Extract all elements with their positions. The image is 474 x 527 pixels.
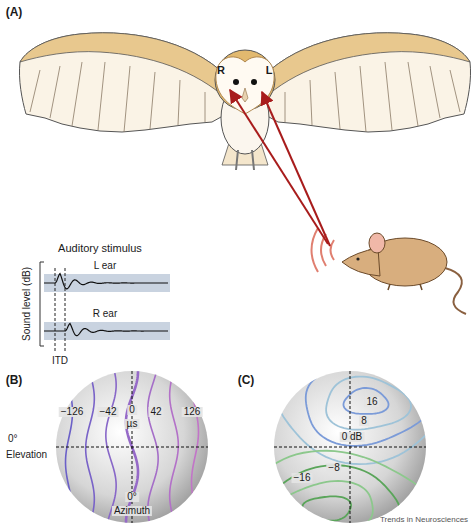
axis-bracket bbox=[40, 262, 44, 346]
owl-figure bbox=[19, 33, 470, 170]
unit-label: µs bbox=[125, 419, 140, 429]
ild-contour bbox=[302, 496, 351, 520]
contour-value: 0 dB bbox=[340, 432, 365, 442]
drawing-part bbox=[30, 62, 205, 132]
ear-label: R bbox=[215, 65, 227, 76]
drawing-part bbox=[20, 33, 232, 100]
contour-value: 8 bbox=[359, 416, 369, 426]
axis-line bbox=[350, 371, 351, 523]
contour-value: −42 bbox=[98, 407, 119, 417]
left-wing bbox=[19, 33, 232, 132]
drawing-part bbox=[19, 33, 232, 132]
right-wing bbox=[258, 33, 471, 132]
panel-label: (B) bbox=[4, 374, 25, 386]
journal-watermark: Trends in Neurosciences bbox=[378, 516, 470, 524]
sound-path-arrow bbox=[262, 92, 330, 246]
ild-contour bbox=[326, 377, 411, 430]
sound-path-arrow bbox=[230, 90, 328, 244]
axis-title: Sound level (dB) bbox=[22, 265, 32, 343]
drawing-part bbox=[44, 274, 168, 336]
panel-label: (A) bbox=[4, 6, 25, 18]
waveform bbox=[44, 323, 168, 335]
ild-contour bbox=[280, 481, 372, 527]
trace-label: L ear bbox=[92, 261, 118, 271]
ear-label: L bbox=[264, 65, 275, 76]
owl-eye bbox=[233, 79, 239, 85]
owl-legs bbox=[236, 150, 254, 170]
ear-band bbox=[44, 274, 170, 292]
contour-value: −16 bbox=[292, 473, 313, 483]
mouse-feet bbox=[388, 284, 422, 290]
waveform bbox=[44, 274, 168, 289]
axis-value: 0° bbox=[125, 492, 139, 502]
contour-value: −126 bbox=[59, 407, 86, 417]
mouse-ear bbox=[369, 233, 385, 253]
ild-sphere bbox=[245, 360, 449, 527]
drawing-part bbox=[45, 371, 218, 523]
itd-contour bbox=[45, 371, 50, 523]
contour-value: −8 bbox=[326, 463, 341, 473]
ild-contour bbox=[306, 368, 431, 446]
contour-value: 16 bbox=[364, 397, 379, 407]
contour-value: 126 bbox=[182, 407, 203, 417]
mouse-tail bbox=[445, 268, 466, 314]
axis-title: Elevation bbox=[4, 450, 49, 460]
sphere-ground bbox=[274, 371, 426, 523]
axis-title: Azimuth bbox=[112, 506, 152, 516]
ild-contour bbox=[261, 465, 400, 527]
trace-label: R ear bbox=[91, 309, 119, 319]
panel-label: (C) bbox=[236, 374, 257, 386]
axis-value: 0° bbox=[6, 434, 20, 444]
drawing-part bbox=[258, 33, 471, 132]
mouse-eye bbox=[356, 257, 359, 260]
itd-sphere bbox=[45, 371, 218, 523]
facial-disc bbox=[216, 57, 274, 114]
contour-value: 0 bbox=[127, 405, 137, 415]
owl-beak bbox=[242, 88, 248, 102]
drawing-part bbox=[258, 33, 470, 100]
stimulus-inset bbox=[40, 262, 170, 352]
ild-contour bbox=[277, 360, 449, 464]
mouse-figure bbox=[312, 228, 467, 314]
ear-band bbox=[44, 322, 170, 340]
itd-label: ITD bbox=[50, 356, 70, 366]
sphere-ground bbox=[56, 371, 208, 523]
drawing-part bbox=[285, 62, 460, 132]
itd-marker bbox=[55, 268, 56, 352]
drawing-part bbox=[245, 360, 449, 527]
contour-value: 42 bbox=[148, 407, 163, 417]
itd-marker bbox=[65, 268, 66, 352]
owl-eye bbox=[251, 79, 257, 85]
itd-contour bbox=[213, 371, 218, 523]
inset-title: Auditory stimulus bbox=[56, 243, 144, 254]
